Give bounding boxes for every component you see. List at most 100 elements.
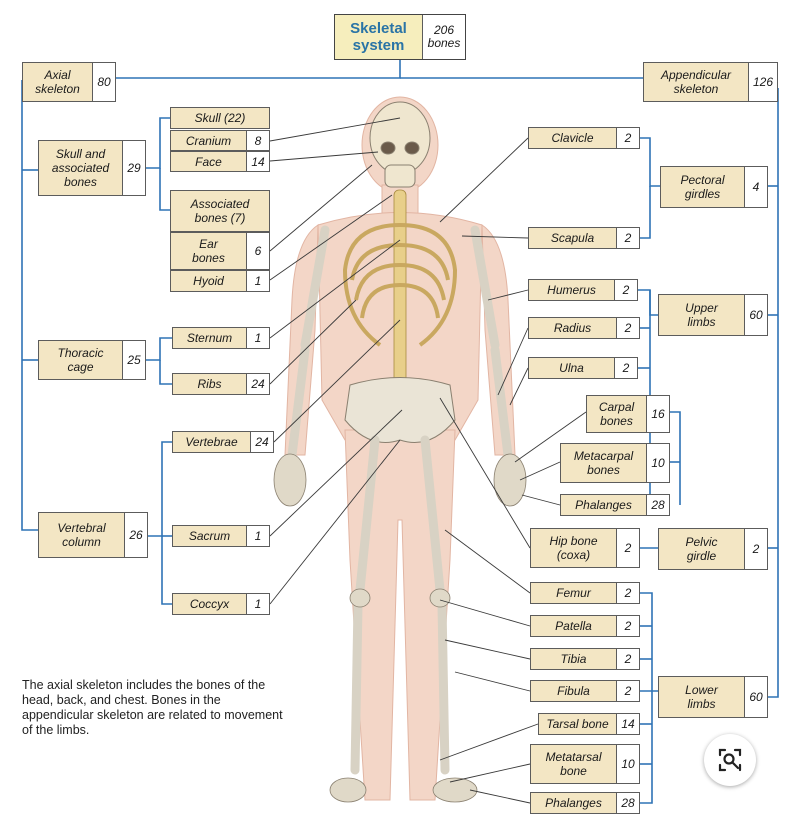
carpal-bones-count: 16	[646, 396, 669, 432]
associated-bones-box: Associated bones (7)	[170, 190, 270, 232]
appendicular-skeleton-box: Appendicular skeleton 126	[643, 62, 778, 102]
tibia-label: Tibia	[560, 652, 587, 666]
metacarpal-bones-count: 10	[646, 444, 669, 482]
femur-box: Femur 2	[530, 582, 640, 604]
cranium-label: Cranium	[185, 133, 232, 148]
hands-feet-illustration	[273, 453, 527, 803]
axial-skeleton-label: Axial skeleton	[35, 68, 80, 96]
ribs-label: Ribs	[197, 377, 222, 391]
metatarsal-bone-label: Metatarsal bone	[545, 750, 602, 778]
skeletal-system-count: 206 bones	[422, 15, 465, 59]
skull-label: Skull (22)	[194, 111, 246, 125]
ear-bones-count: 6	[246, 233, 269, 269]
coccyx-box: Coccyx 1	[172, 593, 270, 615]
ear-bones-label: Ear bones	[192, 237, 225, 265]
thoracic-cage-box: Thoracic cage 25	[38, 340, 146, 380]
thoracic-cage-count: 25	[122, 341, 145, 379]
carpal-bones-label: Carpal bones	[598, 400, 635, 428]
pelvic-girdle-label: Pelvic girdle	[685, 535, 718, 563]
hip-bone-label: Hip bone (coxa)	[549, 534, 598, 562]
pelvic-girdle-count: 2	[744, 529, 767, 569]
tibia-box: Tibia 2	[530, 648, 640, 670]
ulna-label: Ulna	[559, 361, 584, 375]
upper-limbs-box: Upper limbs 60	[658, 294, 768, 336]
metatarsal-bone-box: Metatarsal bone 10	[530, 744, 640, 784]
pectoral-girdles-label: Pectoral girdles	[680, 173, 725, 201]
vertebral-column-label: Vertebral column	[57, 521, 106, 549]
fibula-label: Fibula	[557, 684, 590, 698]
face-box: Face 14	[170, 151, 270, 172]
lower-limbs-count: 60	[744, 677, 767, 717]
limb-bones-illustration	[287, 225, 513, 775]
ribs-count: 24	[246, 374, 269, 394]
femur-count: 2	[616, 583, 639, 603]
pectoral-girdles-count: 4	[744, 167, 767, 207]
ulna-box: Ulna 2	[528, 357, 638, 379]
metacarpal-bones-label: Metacarpal bones	[573, 449, 634, 477]
skull-box: Skull (22)	[170, 107, 270, 129]
skull-group-box: Skull and associated bones 29	[38, 140, 146, 196]
vertebrae-label: Vertebrae	[185, 435, 238, 449]
upper-limbs-label: Upper limbs	[685, 301, 718, 329]
sternum-count: 1	[246, 328, 269, 348]
coccyx-label: Coccyx	[189, 597, 230, 611]
cranium-count: 8	[246, 131, 269, 150]
coccyx-count: 1	[246, 594, 269, 614]
hyoid-box: Hyoid 1	[170, 270, 270, 292]
humerus-box: Humerus 2	[528, 279, 638, 301]
visual-search-icon	[718, 748, 742, 772]
skeletal-system-box: Skeletal system 206 bones	[334, 14, 466, 60]
face-count: 14	[246, 152, 269, 171]
patella-box: Patella 2	[530, 615, 640, 637]
vertebral-column-count: 26	[124, 513, 147, 557]
visual-search-button[interactable]	[704, 734, 756, 786]
hip-bone-count: 2	[616, 529, 639, 567]
tarsal-bone-label: Tarsal bone	[546, 717, 609, 731]
ulna-count: 2	[614, 358, 637, 378]
skull-group-label: Skull and associated bones	[51, 147, 110, 189]
scapula-box: Scapula 2	[528, 227, 640, 249]
fibula-box: Fibula 2	[530, 680, 640, 702]
clavicle-box: Clavicle 2	[528, 127, 640, 149]
femur-label: Femur	[556, 586, 591, 600]
cranium-box: Cranium 8	[170, 130, 270, 151]
vertebral-column-box: Vertebral column 26	[38, 512, 148, 558]
radius-label: Radius	[553, 321, 592, 335]
metatarsal-bone-count: 10	[616, 745, 639, 783]
ribs-box: Ribs 24	[172, 373, 270, 395]
patella-label: Patella	[555, 619, 592, 633]
axial-skeleton-box: Axial skeleton 80	[22, 62, 116, 102]
clavicle-count: 2	[616, 128, 639, 148]
pelvic-girdle-box: Pelvic girdle 2	[658, 528, 768, 570]
phalanges-hand-box: Phalanges 28	[560, 494, 670, 516]
phalanges-hand-label: Phalanges	[575, 498, 632, 512]
skull-group-count: 29	[122, 141, 145, 195]
pectoral-girdles-box: Pectoral girdles 4	[660, 166, 768, 208]
tibia-count: 2	[616, 649, 639, 669]
vertebrae-box: Vertebrae 24	[172, 431, 274, 453]
radius-box: Radius 2	[528, 317, 640, 339]
phalanges-foot-box: Phalanges 28	[530, 792, 640, 814]
patella-count: 2	[616, 616, 639, 636]
scapula-count: 2	[616, 228, 639, 248]
upper-limbs-count: 60	[744, 295, 767, 335]
appendicular-skeleton-label: Appendicular skeleton	[660, 68, 732, 96]
hyoid-label: Hyoid	[193, 274, 224, 288]
axial-skeleton-count: 80	[92, 63, 115, 101]
tarsal-bone-box: Tarsal bone 14	[538, 713, 640, 735]
sacrum-label: Sacrum	[188, 529, 231, 543]
sternum-label: Sternum	[186, 331, 233, 345]
thoracic-cage-label: Thoracic cage	[57, 346, 104, 374]
diagram-caption: The axial skeleton includes the bones of…	[22, 678, 283, 737]
fibula-count: 2	[616, 681, 639, 701]
lower-limbs-label: Lower limbs	[685, 683, 718, 711]
clavicle-label: Clavicle	[551, 131, 594, 145]
face-label: Face	[195, 154, 222, 169]
appendicular-skeleton-count: 126	[748, 63, 777, 101]
humerus-label: Humerus	[547, 283, 596, 297]
phalanges-hand-count: 28	[646, 495, 669, 515]
pelvis-illustration	[344, 377, 456, 443]
vertebrae-count: 24	[250, 432, 273, 452]
